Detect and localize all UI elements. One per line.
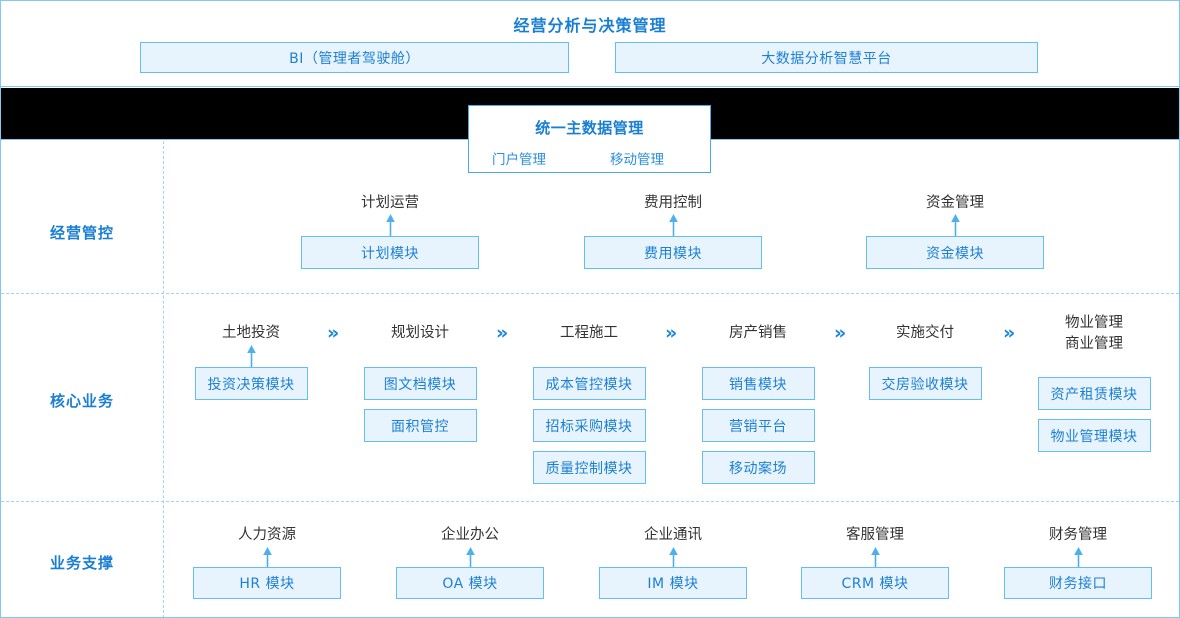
module-box[interactable]: 财务接口 — [1004, 567, 1152, 599]
module-box[interactable]: 资产租赁模块 — [1037, 377, 1151, 410]
stage-label: 物业管理 商业管理 — [1065, 315, 1123, 352]
module-box[interactable]: 资金模块 — [866, 236, 1044, 269]
stage-label: 资金管理 — [926, 195, 984, 211]
bi-platform-box[interactable]: BI（管理者驾驶舱） — [140, 42, 569, 73]
module-box[interactable]: 销售模块 — [701, 367, 815, 400]
master-data-card[interactable]: 统一主数据管理 门户管理 移动管理 — [468, 105, 711, 173]
module-box[interactable]: 物业管理模块 — [1037, 419, 1151, 452]
arrow-up-icon — [246, 345, 257, 371]
module-box[interactable]: 图文档模块 — [363, 367, 477, 400]
arrow-up-icon — [668, 547, 679, 573]
arrow-up-icon — [465, 547, 476, 573]
mobile-management-link[interactable]: 移动管理 — [610, 152, 664, 168]
row-label-business-support: 业务支撑 — [49, 554, 114, 572]
arrow-up-icon — [870, 547, 881, 573]
module-box[interactable]: 移动案场 — [701, 451, 815, 484]
module-box[interactable]: HR 模块 — [193, 567, 341, 599]
stage-label: 费用控制 — [644, 195, 702, 211]
stage-label: 工程施工 — [560, 325, 618, 341]
stage-label: 财务管理 — [1049, 527, 1107, 543]
stage-label: 房产销售 — [729, 325, 787, 341]
row-separator-2 — [1, 501, 1179, 502]
module-box[interactable]: 质量控制模块 — [532, 451, 646, 484]
stage-label: 土地投资 — [222, 325, 280, 341]
chevron-right-icon: » — [834, 322, 847, 344]
module-box[interactable]: 计划模块 — [301, 236, 479, 269]
chevron-right-icon: » — [665, 322, 678, 344]
module-box[interactable]: 面积管控 — [363, 409, 477, 442]
bigdata-platform-box[interactable]: 大数据分析智慧平台 — [615, 42, 1038, 73]
row-label-management-control: 经营管控 — [49, 224, 114, 242]
module-box[interactable]: 交房验收模块 — [868, 367, 982, 400]
module-box[interactable]: IM 模块 — [599, 567, 747, 599]
stage-label: 规划设计 — [391, 325, 449, 341]
top-section: 经营分析与决策管理 BI（管理者驾驶舱） 大数据分析智慧平台 — [1, 1, 1179, 87]
row-label-core-business: 核心业务 — [49, 392, 114, 410]
module-box[interactable]: 营销平台 — [701, 409, 815, 442]
stage-label: 企业通讯 — [644, 527, 702, 543]
module-box[interactable]: 费用模块 — [584, 236, 762, 269]
module-box[interactable]: OA 模块 — [396, 567, 544, 599]
page-title: 经营分析与决策管理 — [513, 16, 667, 35]
arrow-up-icon — [1073, 547, 1084, 573]
master-data-title: 统一主数据管理 — [535, 119, 644, 137]
module-box[interactable]: 成本管控模块 — [532, 367, 646, 400]
row-separator-1 — [1, 293, 1179, 294]
module-box[interactable]: 招标采购模块 — [532, 409, 646, 442]
chevron-right-icon: » — [496, 322, 509, 344]
vertical-divider — [163, 141, 164, 617]
module-box[interactable]: 投资决策模块 — [194, 367, 308, 400]
chevron-right-icon: » — [1003, 322, 1016, 344]
stage-label: 企业办公 — [441, 527, 499, 543]
module-box[interactable]: CRM 模块 — [801, 567, 949, 599]
portal-management-link[interactable]: 门户管理 — [492, 152, 546, 168]
stage-label: 计划运营 — [361, 195, 419, 211]
stage-label: 客服管理 — [846, 527, 904, 543]
arrow-up-icon — [262, 547, 273, 573]
stage-label: 实施交付 — [896, 325, 954, 341]
chevron-right-icon: » — [327, 322, 340, 344]
stage-label: 人力资源 — [238, 527, 296, 543]
